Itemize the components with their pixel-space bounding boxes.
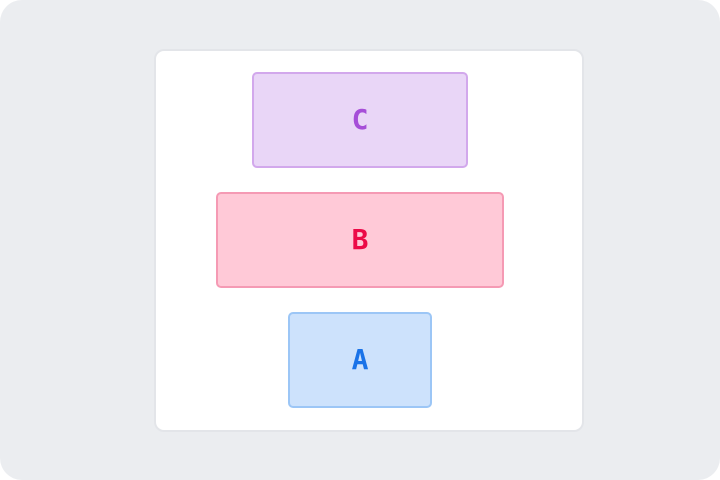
block-c-label: C (351, 103, 369, 136)
block-a: A (288, 312, 432, 408)
block-a-label: A (351, 343, 369, 376)
block-c: C (252, 72, 468, 168)
block-b: B (216, 192, 504, 288)
block-b-label: B (351, 223, 369, 256)
